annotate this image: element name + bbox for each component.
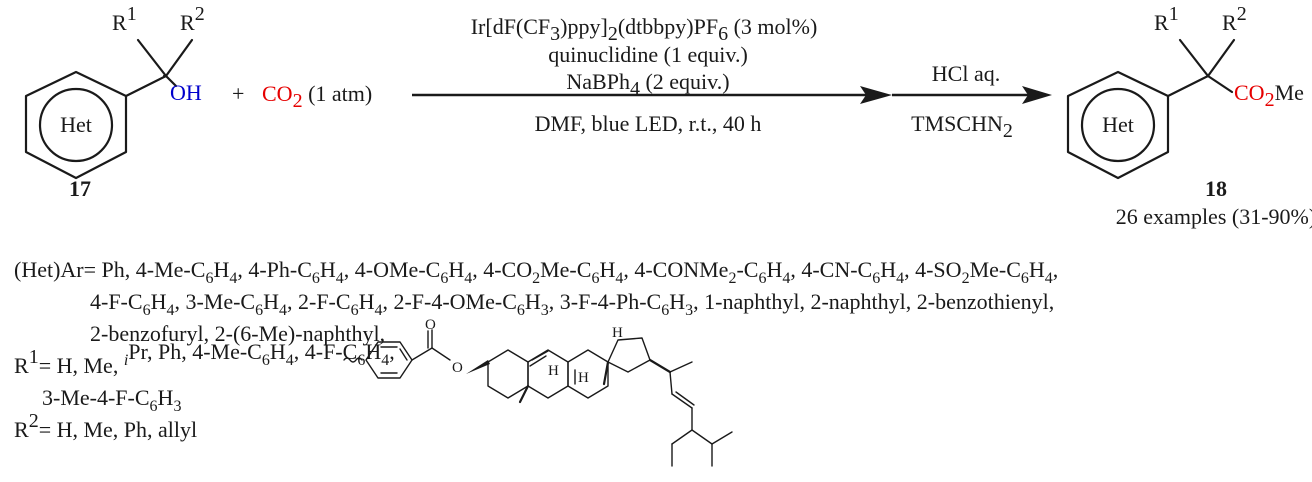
r2-line: R2= H, Me, Ph, allyl <box>14 410 197 442</box>
examples-yield: 26 examples (31-90%) <box>1116 204 1312 229</box>
reactant-r2: R2 <box>180 3 205 35</box>
hcl-label: HCl aq. <box>932 61 1000 86</box>
compound-17-number: 17 <box>69 176 91 201</box>
co2-reagent: CO2 (1 atm) <box>262 81 372 112</box>
plus-sign: + <box>232 81 244 106</box>
compound-18-number: 18 <box>1205 176 1227 201</box>
steroid-h-2: H <box>612 325 623 341</box>
carbonyl-oxygen: O <box>425 317 436 333</box>
catalyst-line: Ir[dF(CF3)ppy]2(dtbbpy)PF6 (3 mol%) <box>471 14 818 45</box>
ester-oxygen: O <box>452 360 463 376</box>
steroid-h-1: H <box>548 363 559 379</box>
product-r2: R2 <box>1222 3 1247 35</box>
reactant-oh: OH <box>170 80 202 105</box>
conditions-line: DMF, blue LED, r.t., 40 h <box>535 111 762 136</box>
het-ar-line-3: 2-benzofuryl, 2-(6-Me)-naphthyl, <box>90 321 385 346</box>
nabph4-line: NaBPh4 (2 equiv.) <box>566 69 729 100</box>
steroid-h-3: H <box>578 370 589 386</box>
reactant-r1: R1 <box>112 3 137 35</box>
product-18: Het R1 R2 CO2Me 18 26 examples (31-90%) <box>1066 3 1312 229</box>
arrow-1-head <box>860 86 892 104</box>
product-ring-circle <box>1080 87 1156 163</box>
r1-line-2: 3-Me-4-F-C6H3 <box>42 385 181 415</box>
reactant-ring-circle <box>38 87 114 163</box>
quinuclidine-line: quinuclidine (1 equiv.) <box>548 42 748 67</box>
arrow-2-head <box>1022 86 1052 104</box>
tmschn2-label: TMSCHN2 <box>911 111 1013 142</box>
het-ar-line-2: 4-F-C6H4, 3-Me-C6H4, 2-F-C6H4, 2-F-4-OMe… <box>90 289 1054 319</box>
steroid-ring-a <box>487 349 529 399</box>
reactant-17: Het R1 R2 OH 17 <box>24 3 205 201</box>
steroid-ring-c <box>567 349 609 399</box>
steroid-ester-structure: O O H H H <box>343 317 733 467</box>
product-ester: CO2Me <box>1234 80 1304 111</box>
product-het-label: Het <box>1102 112 1134 137</box>
wavy-attachment <box>343 357 363 363</box>
het-ar-line-1: (Het)Ar= Ph, 4-Me-C6H4, 4-Ph-C6H4, 4-OMe… <box>14 257 1058 287</box>
r1-line-1: R1= H, Me, iPr, Ph, 4-Me-C6H4, 4-F-C6H4, <box>14 339 395 378</box>
steroid-ring-d <box>607 337 651 373</box>
reactant-het-label: Het <box>60 112 92 137</box>
product-r1: R1 <box>1154 3 1179 35</box>
